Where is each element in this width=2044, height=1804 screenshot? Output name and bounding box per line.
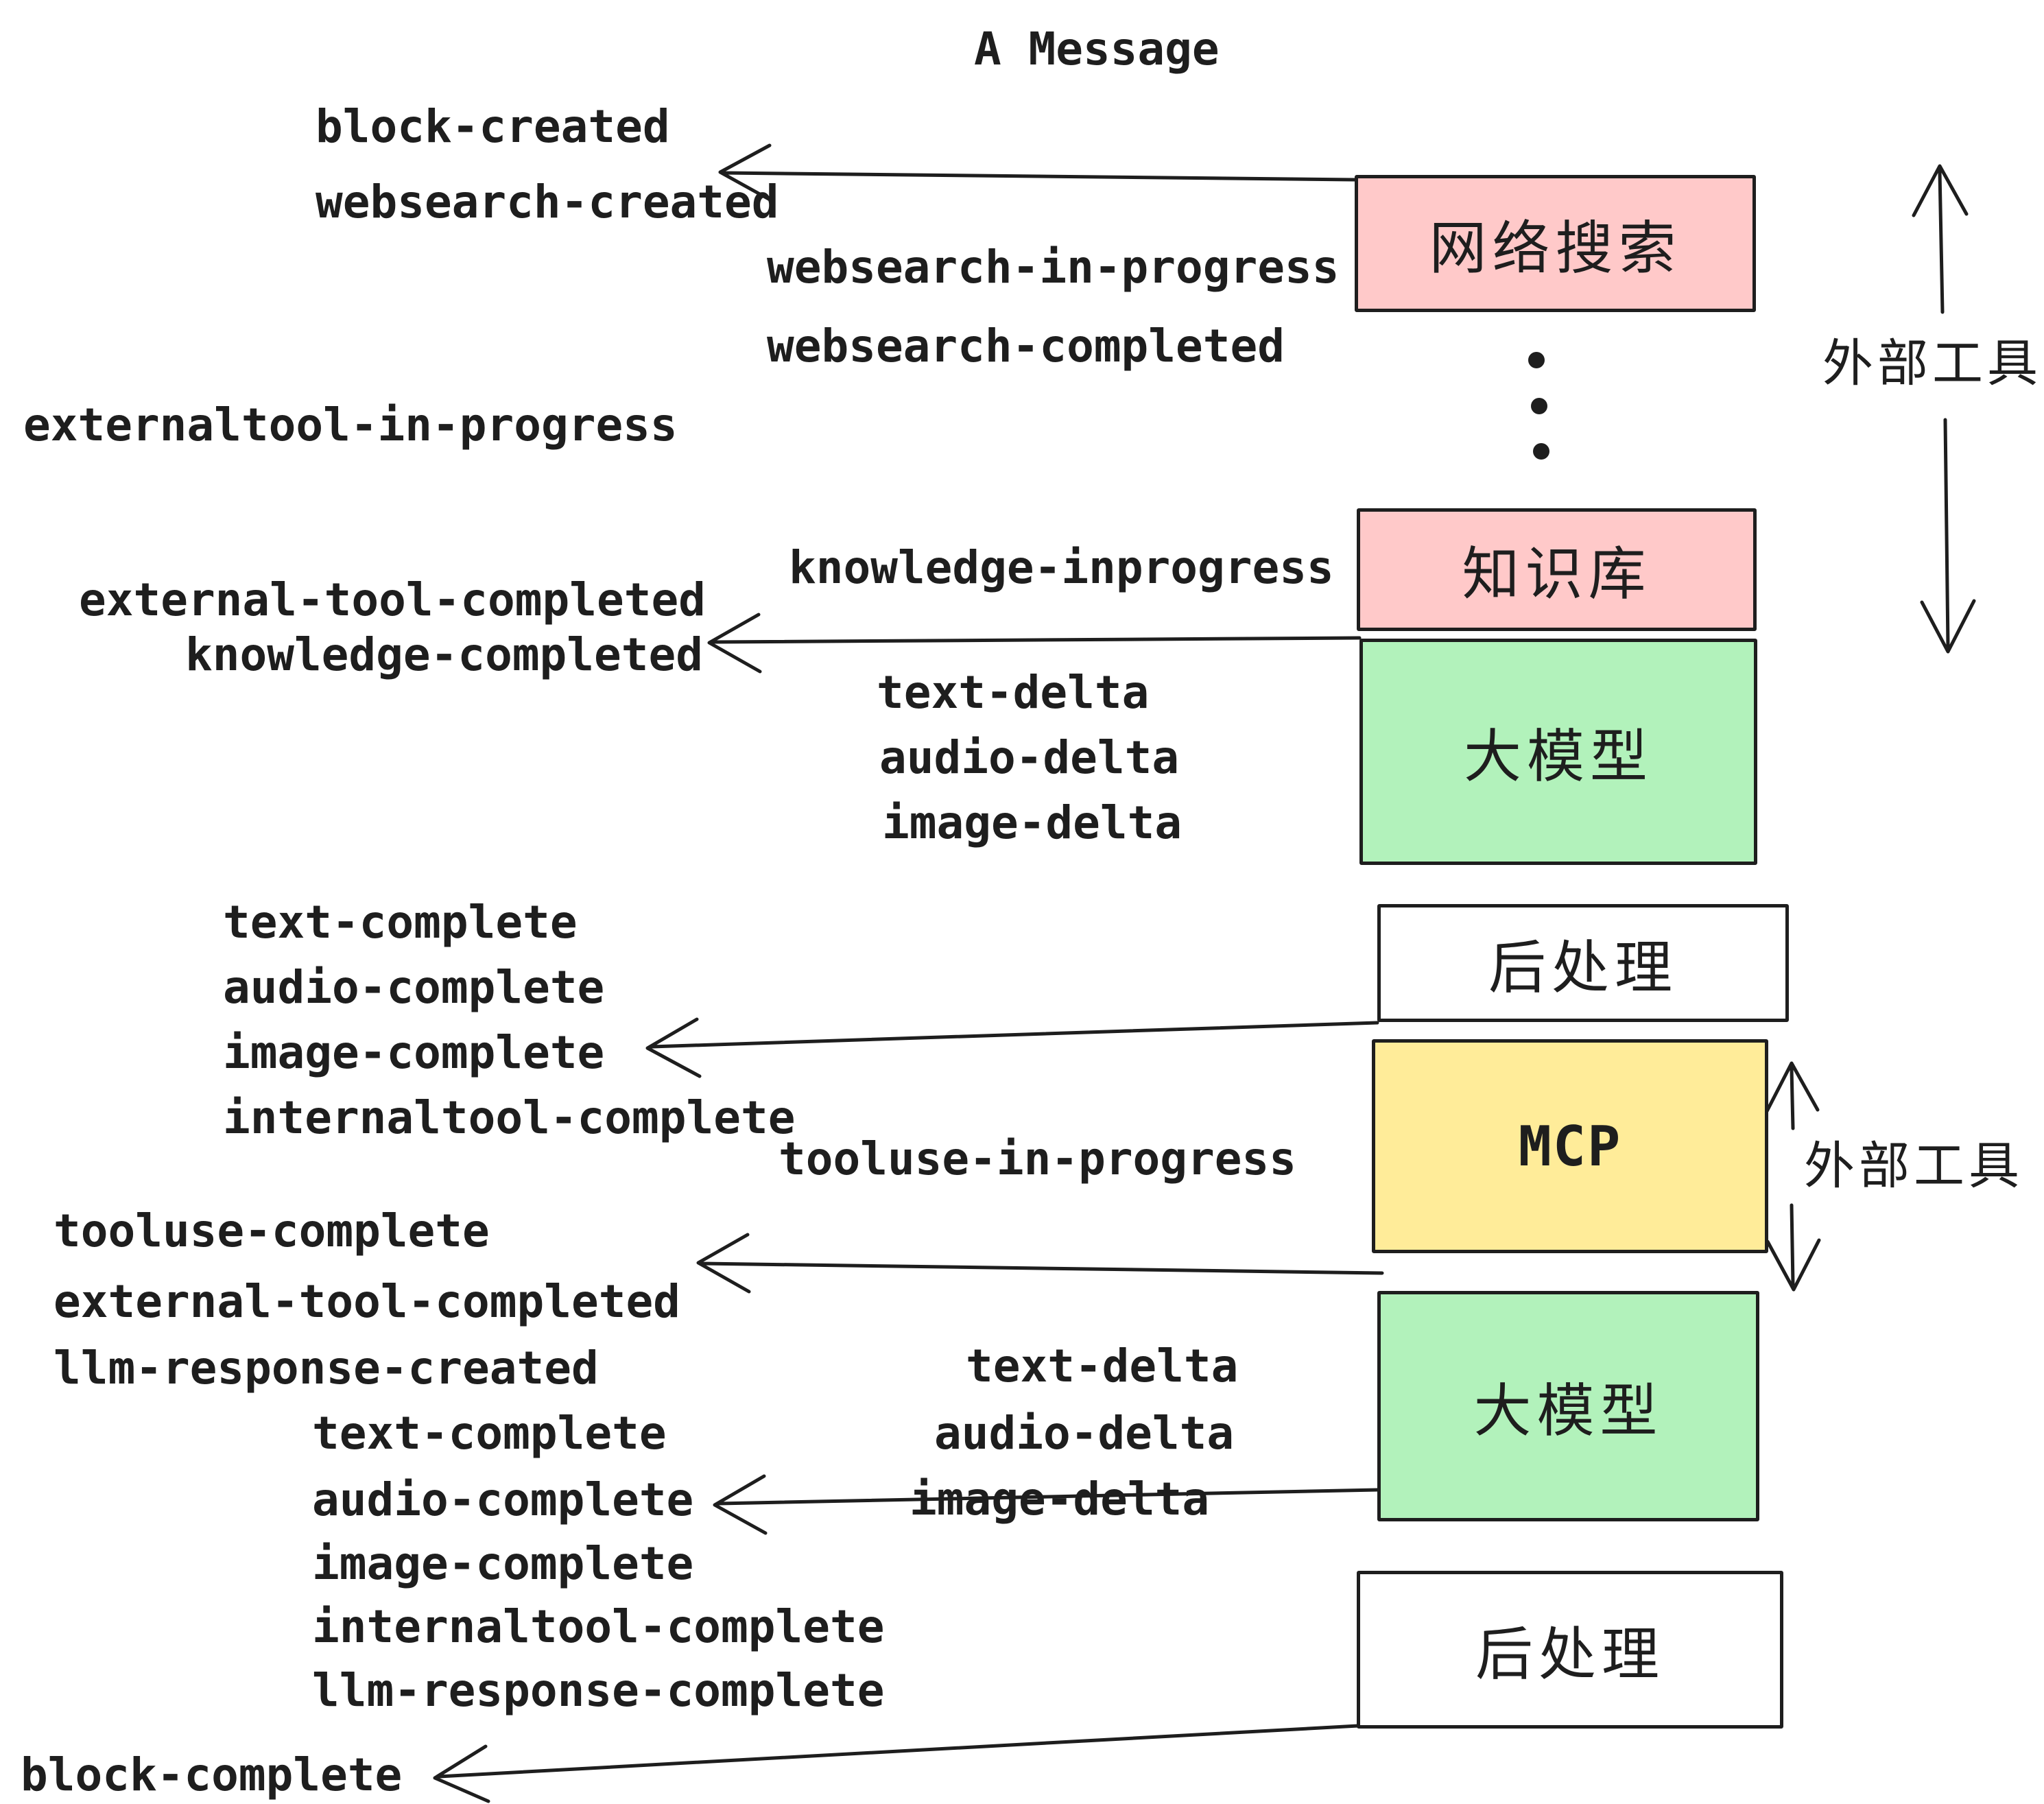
event-external-tool-completed-2: external-tool-completed — [54, 1275, 680, 1328]
arrow-block-complete-icon — [433, 1724, 1360, 1803]
event-websearch-in-progress: websearch-in-progress — [767, 241, 1340, 294]
event-image-complete-2: image-complete — [312, 1537, 694, 1590]
event-tooluse-in-progress: tooluse-in-progress — [779, 1132, 1296, 1185]
event-audio-complete-1: audio-complete — [223, 961, 605, 1014]
event-image-delta-1: image-delta — [882, 796, 1183, 849]
event-knowledge-inprogress: knowledge-inprogress — [789, 541, 1334, 594]
box-post-process-2-label: 后处理 — [1475, 1622, 1665, 1687]
event-block-complete: block-complete — [21, 1748, 403, 1801]
event-tooluse-complete: tooluse-complete — [54, 1204, 490, 1257]
event-text-delta-1: text-delta — [877, 666, 1150, 719]
arrow-audio-complete-icon — [713, 1474, 1379, 1535]
event-llm-response-complete: llm-response-complete — [312, 1664, 885, 1717]
ellipsis-dot-icon — [1528, 352, 1545, 368]
ellipsis-dot-icon — [1533, 443, 1549, 460]
event-image-complete-1: image-complete — [223, 1026, 605, 1079]
event-knowledge-completed: knowledge-completed — [185, 628, 703, 681]
event-llm-response-created: llm-response-created — [54, 1342, 599, 1394]
box-llm-2-label: 大模型 — [1473, 1378, 1663, 1443]
external-tools-1-arrow-up-icon — [1912, 164, 1969, 314]
event-audio-complete-2: audio-complete — [312, 1473, 694, 1526]
event-audio-delta-1: audio-delta — [879, 731, 1180, 784]
box-post-process-2: 后处理 — [1357, 1571, 1783, 1729]
external-tools-label-1: 外部工具 — [1822, 335, 2042, 392]
event-text-complete-2: text-complete — [312, 1407, 667, 1460]
event-audio-delta-2: audio-delta — [934, 1407, 1235, 1460]
box-mcp-label: MCP — [1518, 1114, 1622, 1178]
box-knowledge-base: 知识库 — [1357, 508, 1757, 631]
event-text-delta-2: text-delta — [966, 1340, 1239, 1392]
external-tools-label-2: 外部工具 — [1804, 1137, 2023, 1194]
event-internaltool-complete-1: internaltool-complete — [223, 1091, 796, 1144]
external-tools-2-arrow-down-icon — [1766, 1203, 1821, 1292]
external-tools-2-arrow-up-icon — [1765, 1061, 1820, 1130]
box-knowledge-base-label: 知识库 — [1462, 542, 1652, 606]
event-externaltool-in-progress: externaltool-in-progress — [23, 399, 678, 451]
box-websearch: 网络搜索 — [1355, 175, 1756, 312]
arrow-block-created-icon — [718, 143, 1357, 202]
arrow-knowledge-completed-icon — [707, 613, 1362, 674]
page-title: A Message — [974, 23, 1220, 75]
box-llm-2: 大模型 — [1377, 1291, 1759, 1521]
event-block-created: block-created — [316, 100, 670, 153]
box-post-process-1-label: 后处理 — [1488, 935, 1678, 1000]
box-llm-1-label: 大模型 — [1463, 724, 1653, 789]
box-mcp: MCP — [1372, 1039, 1768, 1253]
ellipsis-dot-icon — [1531, 398, 1547, 414]
event-external-tool-completed-1: external-tool-completed — [79, 573, 706, 626]
arrow-image-complete-icon — [645, 1017, 1379, 1078]
event-websearch-completed: websearch-completed — [767, 320, 1285, 372]
event-websearch-created: websearch-created — [316, 176, 779, 228]
event-internaltool-complete-2: internaltool-complete — [312, 1600, 885, 1653]
event-text-complete-1: text-complete — [223, 896, 578, 949]
box-websearch-label: 网络搜索 — [1429, 215, 1682, 281]
box-post-process-1: 后处理 — [1377, 904, 1789, 1022]
external-tools-1-arrow-down-icon — [1920, 418, 1976, 654]
arrow-tooluse-complete-icon — [696, 1233, 1384, 1294]
box-llm-1: 大模型 — [1359, 639, 1757, 865]
event-image-delta-2: image-delta — [910, 1473, 1210, 1526]
